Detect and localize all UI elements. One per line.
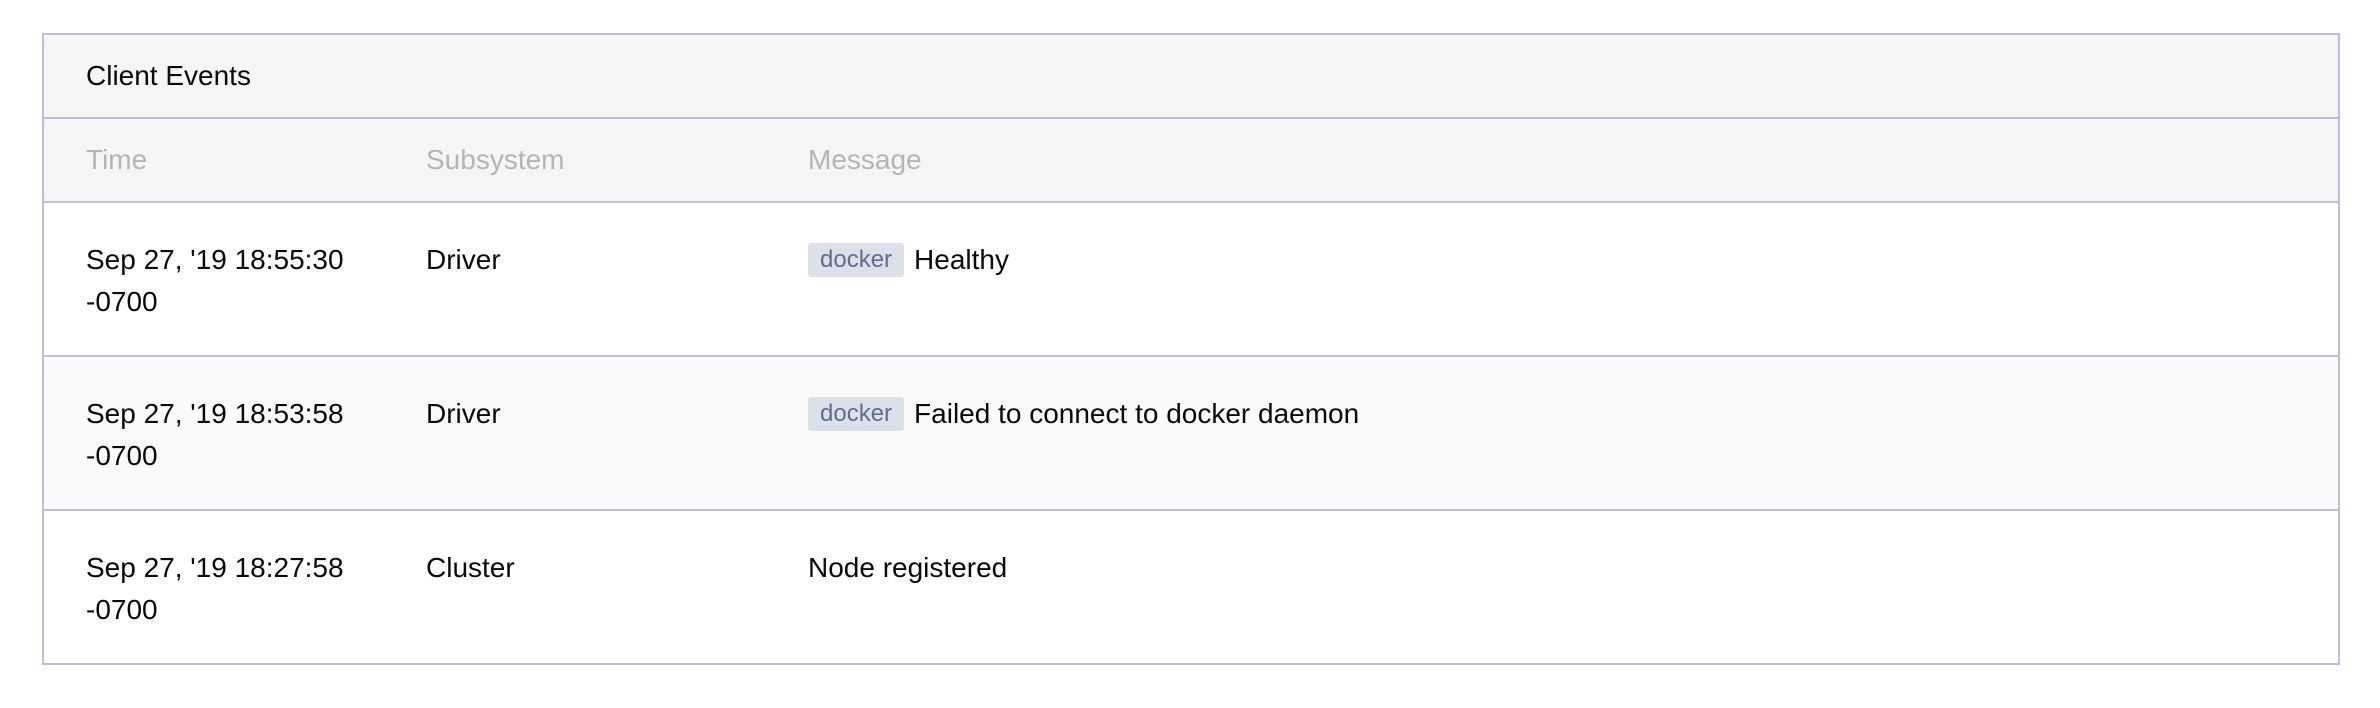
- time-date: Sep 27, '19 18:27:58: [86, 552, 344, 583]
- cell-message: docker Failed to connect to docker daemon: [808, 393, 2338, 435]
- cell-message: docker Healthy: [808, 239, 2338, 281]
- time-offset: -0700: [86, 594, 158, 625]
- message-text: Node registered: [808, 552, 1008, 583]
- table-row: Sep 27, '19 18:55:30 -0700 Driver docker…: [44, 203, 2338, 357]
- table-row: Sep 27, '19 18:27:58 -0700 Cluster Node …: [44, 511, 2338, 665]
- events-table: Time Subsystem Message Sep 27, '19 18:55…: [44, 119, 2338, 665]
- cell-subsystem: Cluster: [426, 552, 515, 583]
- client-events-panel: Client Events Time Subsystem Message Sep…: [42, 33, 2340, 665]
- time-offset: -0700: [86, 286, 158, 317]
- header-time: Time: [86, 144, 148, 175]
- header-subsystem: Subsystem: [426, 144, 565, 175]
- driver-tag: docker: [808, 243, 905, 277]
- table-header-row: Time Subsystem Message: [44, 119, 2338, 203]
- time-date: Sep 27, '19 18:53:58: [86, 398, 344, 429]
- cell-subsystem: Driver: [426, 398, 501, 429]
- panel-header: Client Events: [44, 35, 2338, 119]
- cell-time: Sep 27, '19 18:55:30 -0700: [44, 239, 426, 323]
- header-message: Message: [808, 144, 922, 175]
- cell-subsystem: Driver: [426, 244, 501, 275]
- panel-title: Client Events: [86, 60, 251, 91]
- table-row: Sep 27, '19 18:53:58 -0700 Driver docker…: [44, 357, 2338, 511]
- cell-time: Sep 27, '19 18:27:58 -0700: [44, 547, 426, 631]
- cell-time: Sep 27, '19 18:53:58 -0700: [44, 393, 426, 477]
- cell-message: Node registered: [808, 547, 2338, 589]
- driver-tag: docker: [808, 397, 905, 431]
- message-text: Failed to connect to docker daemon: [914, 398, 1360, 429]
- time-offset: -0700: [86, 440, 158, 471]
- time-date: Sep 27, '19 18:55:30: [86, 244, 344, 275]
- message-text: Healthy: [914, 244, 1009, 275]
